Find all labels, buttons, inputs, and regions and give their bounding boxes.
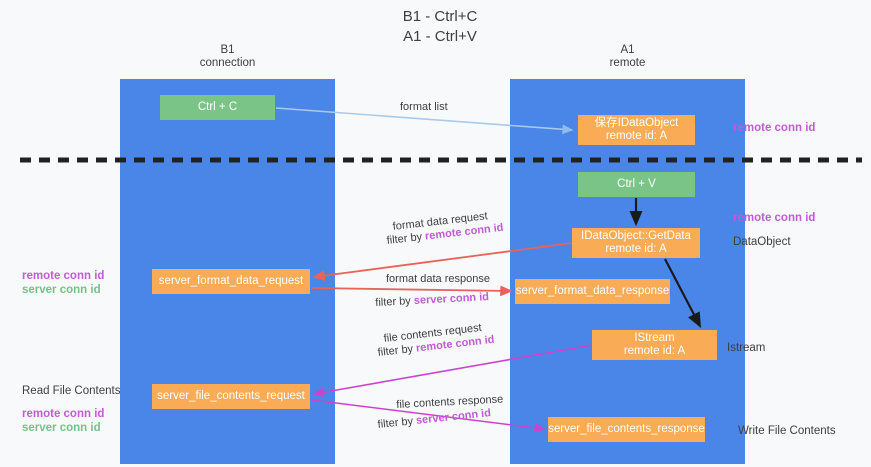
annotation-conn-ids-middle-server: server conn id [22, 284, 101, 296]
annotation-dataobject: remote conn id DataObject [733, 211, 815, 249]
filter-prefix: filter by [377, 414, 417, 431]
filter-prefix: filter by [375, 294, 415, 309]
annotation-conn-ids-middle: remote conn id server conn id [22, 269, 104, 297]
swimlane-header-b1-subtitle: connection [199, 57, 256, 69]
title-line-1: B1 - Ctrl+C [402, 8, 478, 25]
annotation-dataobject-label: DataObject [733, 236, 791, 248]
edge-label-format-list: format list [400, 101, 448, 113]
annotation-write-file-contents: Write File Contents [738, 424, 836, 438]
filter-key: server conn id [413, 291, 490, 307]
swimlane-header-a1: A1 remote [545, 44, 710, 70]
node-server-file-contents-request-label: server_file_contents_request [157, 389, 305, 402]
node-istream-subtitle: remote id: A [623, 345, 686, 357]
swimlane-header-b1-name: B1 [220, 44, 235, 56]
filter-prefix: filter by [377, 342, 417, 359]
node-istream-title: IStream [634, 331, 675, 344]
node-getdata-title: IDataObject::GetData [581, 229, 691, 242]
annotation-read-file-contents: Read File Contents remote conn id server… [22, 384, 120, 435]
annotation-istream-label: Istream [727, 342, 766, 354]
annotation-read-file-contents-title: Read File Contents [22, 385, 121, 397]
edge-label-format-data-response: format data response [386, 273, 490, 285]
node-idataobject-subtitle: remote id: A [605, 130, 668, 142]
filter-prefix: filter by [386, 230, 426, 247]
node-getdata-subtitle: remote id: A [605, 243, 667, 255]
diagram-title: B1 - Ctrl+C A1 - Ctrl+V [280, 7, 600, 47]
edge-label-format-data-response-filter: filter by server conn id [375, 290, 489, 311]
annotation-dataobject-key: remote conn id [733, 212, 816, 224]
annotation-remote-conn-id-top-label: remote conn id [733, 122, 816, 134]
annotation-write-file-contents-label: Write File Contents [738, 425, 836, 437]
node-server-format-data-response[interactable]: server_format_data_response [515, 279, 670, 304]
node-server-file-contents-response-label: server_file_contents_response [548, 422, 705, 435]
node-server-file-contents-request[interactable]: server_file_contents_request [152, 384, 310, 409]
swimlane-header-a1-subtitle: remote [609, 57, 646, 69]
node-idataobject-getdata[interactable]: IDataObject::GetData remote id: A [572, 228, 700, 258]
annotation-read-file-contents-remote: remote conn id [22, 408, 105, 420]
node-ctrl-v-label: Ctrl + V [617, 177, 656, 190]
node-ctrl-c-label: Ctrl + C [197, 100, 238, 113]
swimlane-header-a1-name: A1 [620, 44, 635, 56]
node-idataobject[interactable]: 保存IDataObject remote id: A [578, 115, 695, 145]
title-line-2: A1 - Ctrl+V [403, 28, 477, 45]
node-server-file-contents-response[interactable]: server_file_contents_response [548, 417, 705, 442]
node-idataobject-title: 保存IDataObject [594, 116, 679, 129]
node-server-format-data-response-label: server_format_data_response [515, 284, 670, 297]
node-server-format-data-request-label: server_format_data_request [158, 274, 304, 287]
node-istream[interactable]: IStream remote id: A [592, 330, 717, 360]
annotation-remote-conn-id-top: remote conn id [733, 121, 815, 135]
node-ctrl-v[interactable]: Ctrl + V [578, 172, 695, 197]
annotation-read-file-contents-server: server conn id [22, 422, 101, 434]
swimlane-header-b1: B1 connection [150, 44, 305, 70]
node-server-format-data-request[interactable]: server_format_data_request [152, 269, 310, 294]
node-ctrl-c[interactable]: Ctrl + C [160, 95, 275, 120]
annotation-conn-ids-middle-remote: remote conn id [22, 270, 105, 282]
annotation-istream: Istream [727, 341, 765, 355]
